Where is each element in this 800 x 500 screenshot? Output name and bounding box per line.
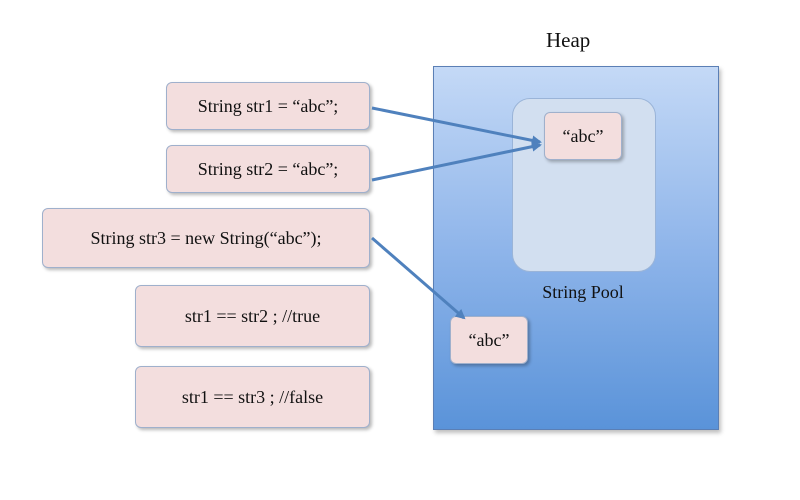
arrow-str3-to-heap-object xyxy=(371,236,466,320)
comparison-str1-str2: str1 == str2 ; //true xyxy=(135,285,370,347)
arrow-str2-to-pool xyxy=(371,141,542,182)
statement-str3: String str3 = new String(“abc”); xyxy=(42,208,370,268)
statement-str2: String str2 = “abc”; xyxy=(166,145,370,193)
arrow-str1-to-pool xyxy=(371,106,542,146)
heap-abc-object: “abc” xyxy=(450,316,528,364)
heap-title: Heap xyxy=(546,28,591,52)
pool-abc-object: “abc” xyxy=(544,112,622,160)
statement-str1: String str1 = “abc”; xyxy=(166,82,370,130)
string-pool-label: String Pool xyxy=(542,282,624,302)
comparison-str1-str3: str1 == str3 ; //false xyxy=(135,366,370,428)
